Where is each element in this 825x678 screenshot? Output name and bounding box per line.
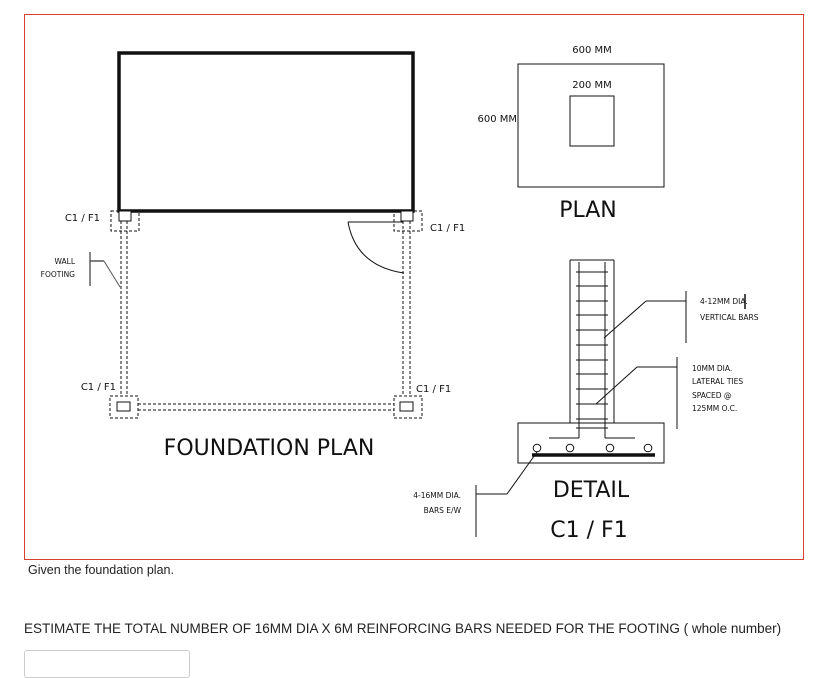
footing-bars-label-1: 4-16MM DIA. [413, 491, 461, 500]
footing-width-dim: 600 MM [572, 45, 612, 56]
foundation-drawing: C1 / F1 C1 / F1 C1 / F1 C1 / F1 WALL FOO… [41, 45, 759, 543]
footing-top-right [393, 210, 423, 232]
lateral-ties [576, 271, 608, 429]
wall-footing-label-2: FOOTING [41, 270, 76, 279]
plan-title: PLAN [559, 198, 617, 223]
column-footing-detail [475, 259, 687, 537]
ties-label-1: 10MM DIA. [692, 364, 732, 373]
ties-label-3: SPACED @ [692, 391, 731, 400]
vertical-bars-label-1: 4-12MM DIA. [700, 297, 748, 306]
column-label-top-left: C1 / F1 [65, 213, 100, 224]
detail-subtitle: C1 / F1 [550, 518, 627, 543]
column-bottom-right [399, 401, 414, 412]
vertical-bars-label-2: VERTICAL BARS [700, 313, 759, 322]
column-plan-outline [569, 95, 615, 147]
footing-plan-outline [517, 63, 665, 188]
foundation-plan-title: FOUNDATION PLAN [164, 436, 375, 461]
wall-footing-label-1: WALL [55, 257, 76, 266]
question-text: ESTIMATE THE TOTAL NUMBER OF 16MM DIA X … [24, 621, 782, 636]
column-top-right [400, 210, 414, 222]
column-label-bottom-right: C1 / F1 [416, 384, 451, 395]
detail-title: DETAIL [553, 478, 630, 503]
footing-length-dim: 600 MM [477, 114, 517, 125]
column-size-dim: 200 MM [572, 80, 612, 91]
ties-label-2: LATERAL TIES [692, 377, 743, 386]
footing-plan [517, 63, 665, 188]
column-top-left [118, 210, 132, 222]
column-bottom-left [116, 401, 131, 412]
footing-top-left [110, 210, 140, 232]
foundation-plan [89, 51, 423, 419]
column-label-bottom-left: C1 / F1 [81, 382, 116, 393]
answer-input[interactable] [24, 650, 190, 678]
column-label-top-right: C1 / F1 [430, 223, 465, 234]
building-outline [117, 51, 415, 213]
drawing-caption: Given the foundation plan. [28, 563, 174, 577]
footing-bars-label-2: BARS E/W [424, 506, 462, 515]
ties-label-4: 125MM O.C. [692, 404, 737, 413]
